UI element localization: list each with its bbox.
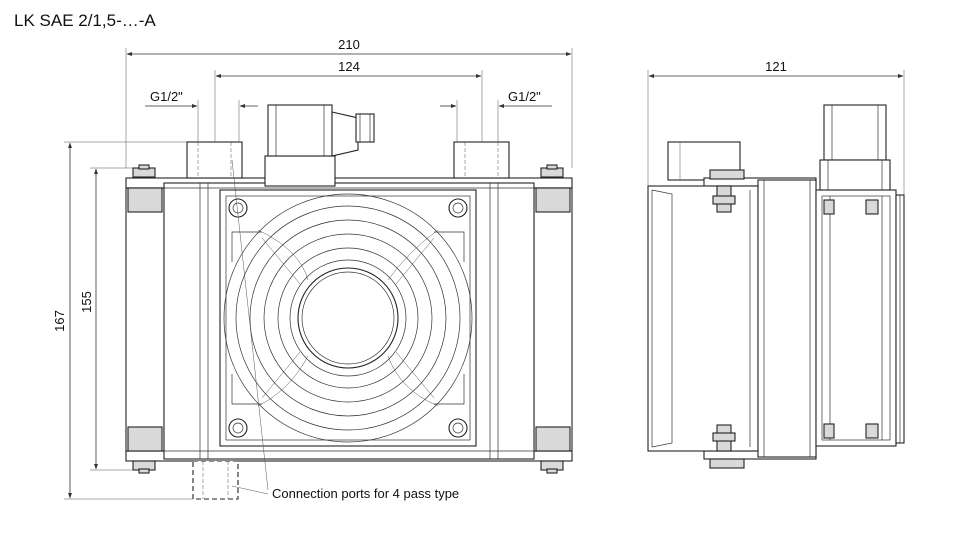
bolt-icon — [540, 460, 564, 474]
side-view — [647, 104, 905, 469]
port-top-left — [186, 141, 243, 179]
dim-overall-width: 210 — [338, 37, 360, 52]
dim-overall-height: 167 — [52, 310, 67, 332]
bolt-icon — [712, 185, 736, 213]
annotation-connection-ports: Connection ports for 4 pass type — [272, 486, 459, 501]
dim-core-height: 155 — [79, 291, 94, 313]
bolt-icon — [712, 424, 736, 452]
dim-left-port: G1/2" — [150, 89, 183, 104]
electrical-connector-icon — [264, 104, 375, 187]
side-dimensions: 121 — [647, 59, 905, 195]
electrical-connector-icon — [819, 104, 891, 191]
port-bottom — [192, 460, 239, 500]
port-top-right — [453, 141, 510, 179]
fan-guard-icon — [219, 189, 477, 447]
front-dimensions: 210 124 G1/2" G1/2" 167 155 — [52, 37, 573, 500]
dim-side-depth: 121 — [765, 59, 787, 74]
bolt-icon — [132, 164, 156, 178]
dim-port-spacing: 124 — [338, 59, 360, 74]
dim-right-port: G1/2" — [508, 89, 541, 104]
bolt-icon — [132, 460, 156, 474]
front-view — [125, 104, 573, 500]
drawing-title: LK SAE 2/1,5-…-A — [14, 11, 156, 30]
bolt-icon — [540, 164, 564, 178]
